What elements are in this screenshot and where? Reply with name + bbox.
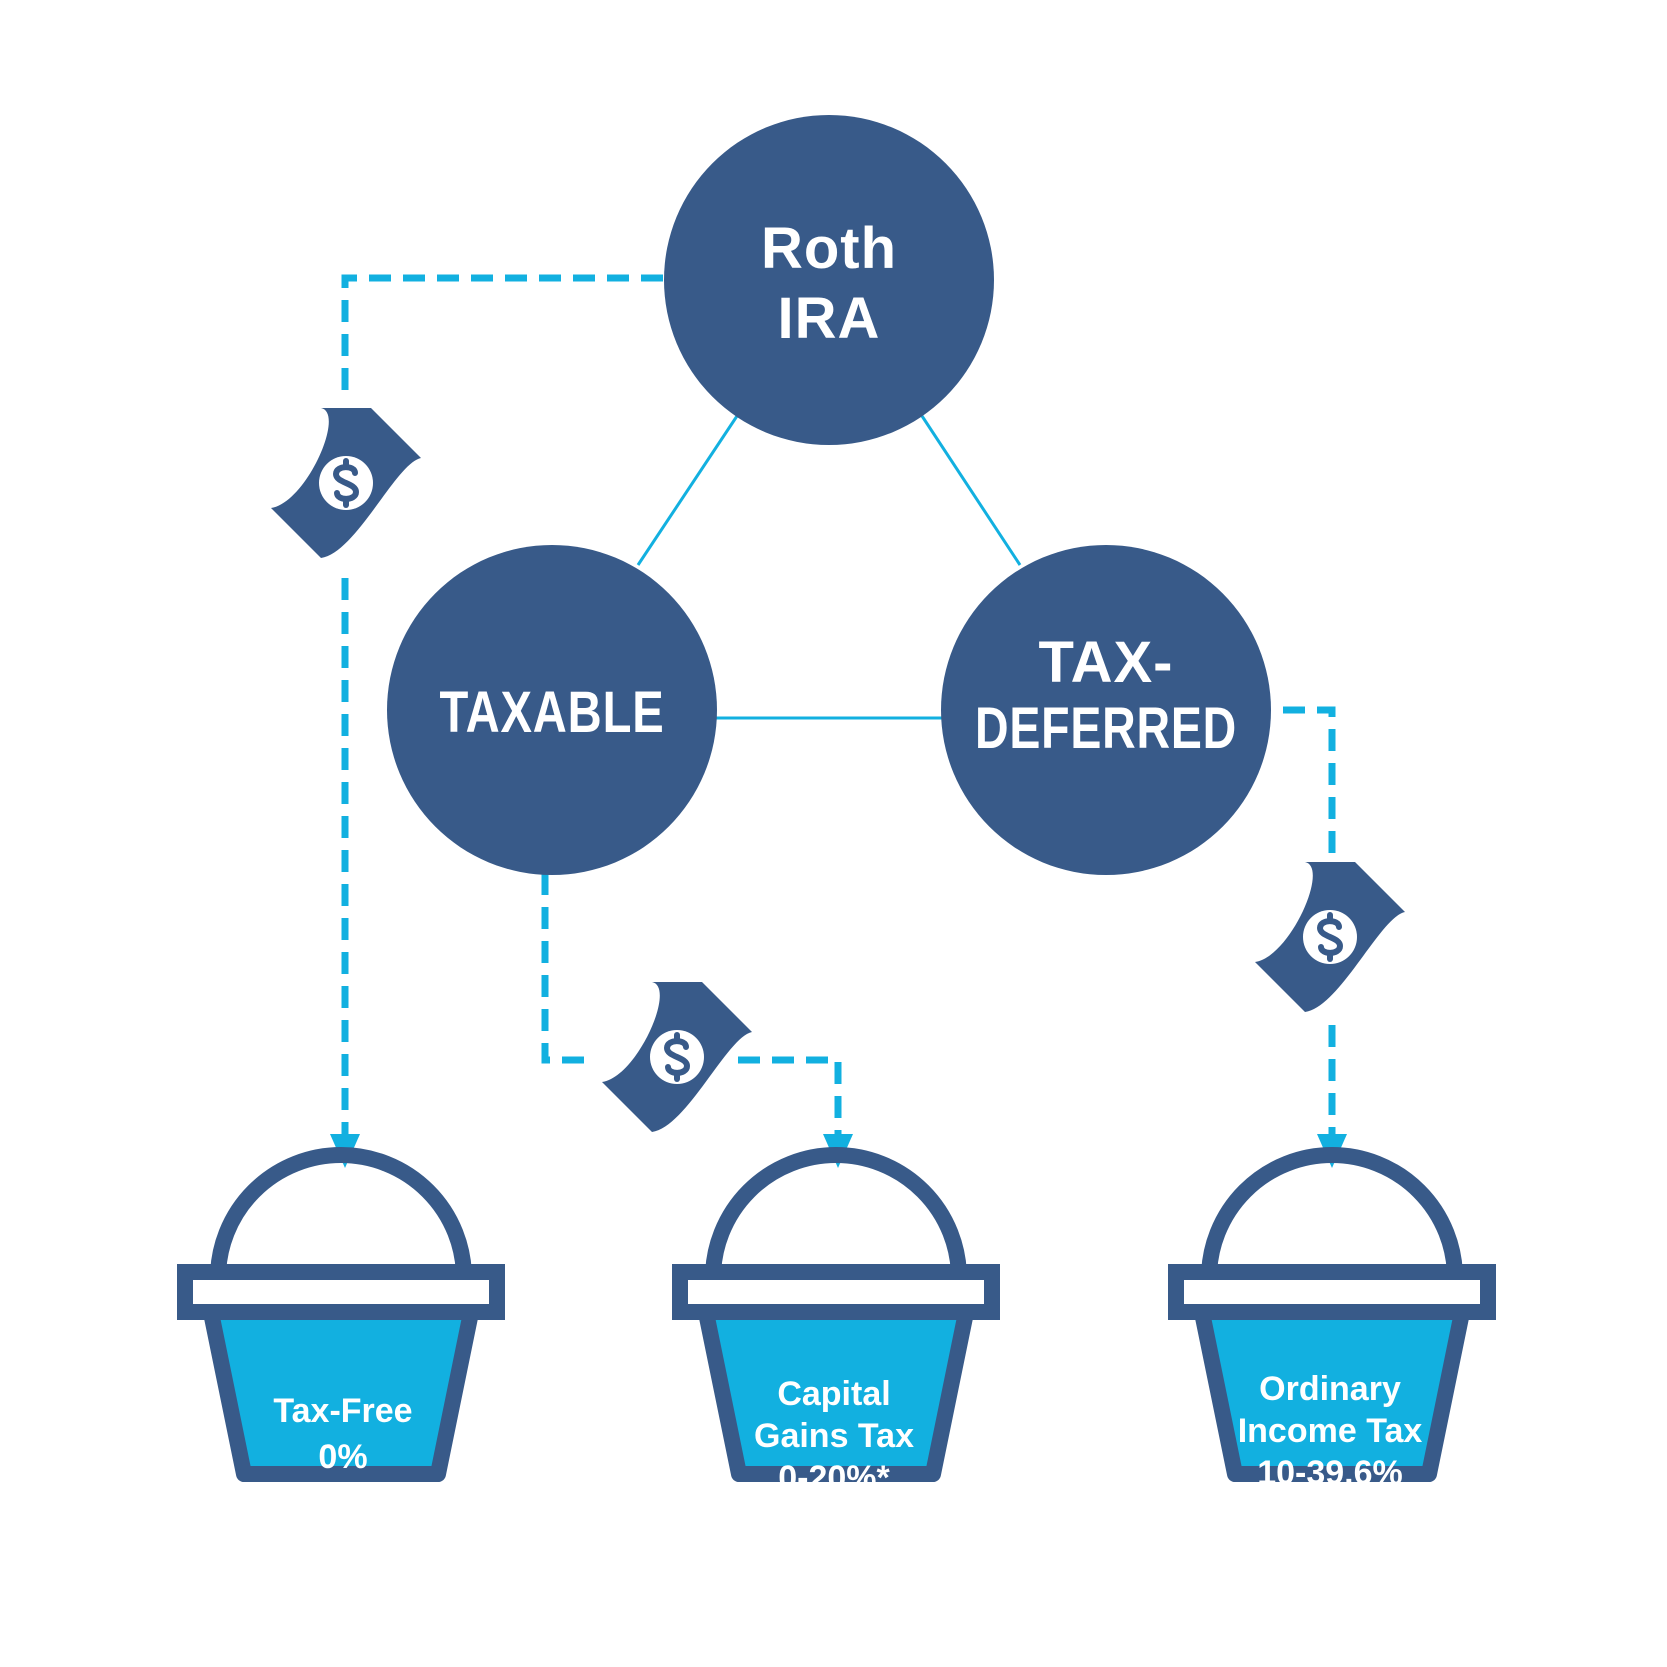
dollar-bill-icon (1255, 862, 1405, 1012)
flow-tax-deferred-to-ordinary (1283, 706, 1336, 862)
account-roth-ira: Roth IRA (664, 115, 994, 445)
capital-gains-label-line3: 0-20%* (778, 1459, 890, 1497)
tax-deferred-label-line2: DEFERRED (975, 696, 1237, 761)
flow-taxable-to-capital-gains (541, 873, 596, 1064)
flow-roth-to-tax-free (341, 274, 663, 400)
tax-free-label-line2: 0% (318, 1438, 367, 1476)
connector-roth-taxable (636, 415, 739, 566)
capital-gains-label-line2: Gains Tax (754, 1417, 914, 1455)
taxable-label: TAXABLE (440, 680, 665, 745)
account-tax-deferred: TAX- DEFERRED (941, 545, 1271, 875)
connector-roth-tax-deferred (920, 415, 1022, 566)
account-taxable: TAXABLE (387, 545, 717, 875)
roth-label-line1: Roth (761, 216, 897, 281)
bucket-tax-free: Tax-Free 0% (185, 1155, 497, 1476)
dollar-bill-icon (602, 982, 752, 1132)
roth-label-line2: IRA (778, 286, 881, 351)
tax-deferred-label-line1: TAX- (1038, 630, 1173, 695)
capital-gains-label-line1: Capital (777, 1375, 890, 1413)
ordinary-income-label-line3: 10-39.6% (1257, 1454, 1403, 1492)
flow-taxable-to-capital-gains-right (738, 1056, 842, 1140)
bucket-ordinary-income: Ordinary Income Tax 10-39.6% (1176, 1155, 1488, 1492)
tax-free-label-line1: Tax-Free (273, 1392, 412, 1430)
ordinary-income-label-line2: Income Tax (1238, 1412, 1423, 1450)
dollar-bill-icon (271, 408, 421, 558)
ordinary-income-label-line1: Ordinary (1259, 1370, 1401, 1408)
account-connectors (636, 415, 1022, 720)
bucket-capital-gains: Capital Gains Tax 0-20%* (680, 1155, 992, 1497)
money-flows (341, 274, 1336, 1140)
